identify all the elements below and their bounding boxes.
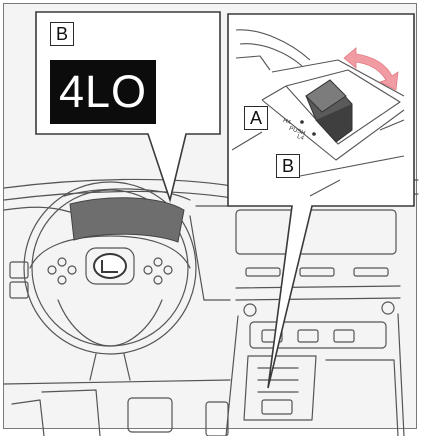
instrument-cluster xyxy=(70,198,184,242)
switch-callout-label-b: B xyxy=(276,154,300,178)
drive-mode-switch xyxy=(262,400,292,414)
left-climate-knob xyxy=(244,304,256,316)
drive-mode-display-text: 4LO xyxy=(59,66,147,117)
center-screen xyxy=(236,210,396,254)
l4-indicator xyxy=(312,132,316,136)
h4-indicator xyxy=(300,120,304,124)
drive-mode-display: 4LO xyxy=(50,60,156,124)
switch-callout-label-a: A xyxy=(244,106,268,130)
accelerator-pedal xyxy=(206,402,228,436)
brake-pedal xyxy=(128,398,172,432)
right-climate-knob xyxy=(382,302,394,314)
lexus-emblem-icon xyxy=(94,254,126,278)
display-callout-label: B xyxy=(50,22,74,46)
